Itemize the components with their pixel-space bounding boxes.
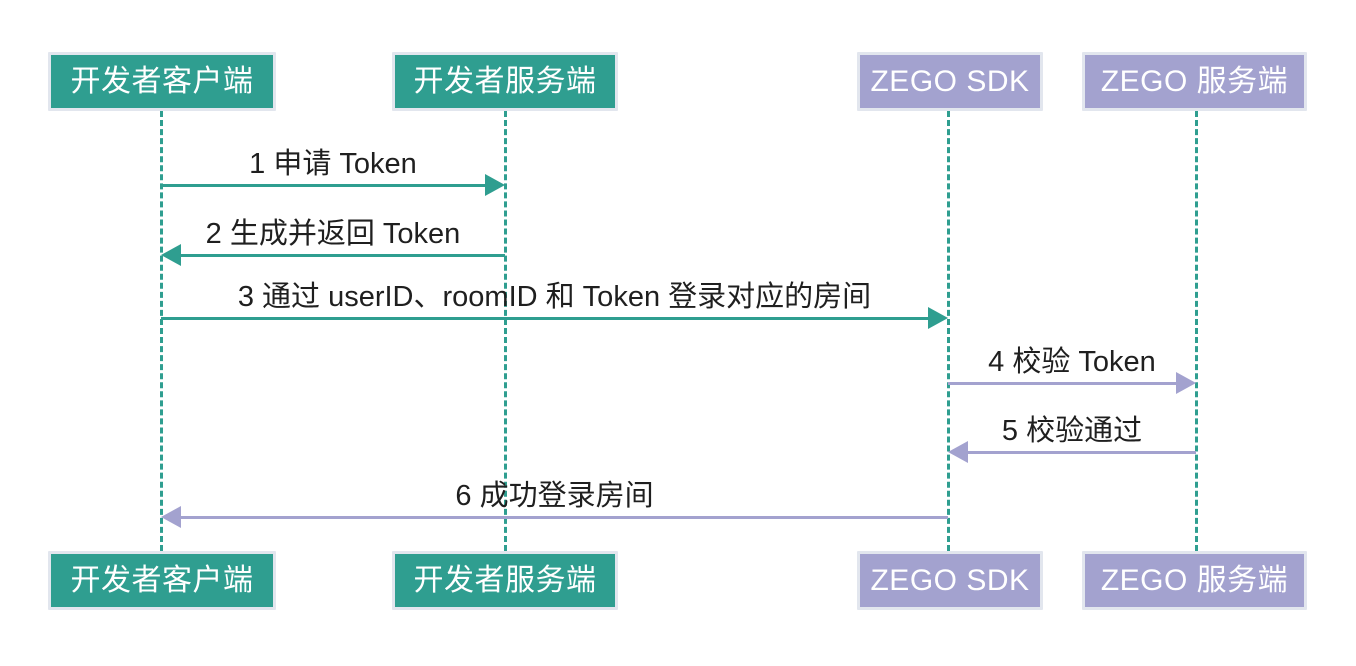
- participant-label: 开发者客户端: [70, 64, 254, 98]
- participant-label: 开发者客户端: [70, 563, 254, 597]
- participant-box-dev-client-top: 开发者客户端: [48, 52, 276, 111]
- message-line-6: [181, 516, 948, 519]
- participant-box-zego-sdk-top: ZEGO SDK: [857, 52, 1043, 111]
- message-line-4: [948, 382, 1176, 385]
- participant-label: 开发者服务端: [413, 64, 597, 98]
- participant-box-zego-server-top: ZEGO 服务端: [1082, 52, 1307, 111]
- message-line-1: [161, 184, 485, 187]
- message-arrowhead-1: [485, 174, 505, 196]
- message-label-4: 4 校验 Token: [988, 346, 1156, 378]
- message-label-1: 1 申请 Token: [249, 148, 417, 180]
- message-label-3: 3 通过 userID、roomID 和 Token 登录对应的房间: [237, 281, 872, 313]
- message-label-5: 5 校验通过: [1001, 415, 1143, 447]
- participant-box-dev-server-bottom: 开发者服务端: [392, 551, 618, 610]
- message-label-6: 6 成功登录房间: [455, 480, 654, 512]
- lifeline-dev-client: [160, 111, 163, 551]
- message-arrowhead-5: [948, 441, 968, 463]
- participant-box-dev-server-top: 开发者服务端: [392, 52, 618, 111]
- message-line-2: [181, 254, 505, 257]
- participant-box-zego-server-bottom: ZEGO 服务端: [1082, 551, 1307, 610]
- participant-box-dev-client-bottom: 开发者客户端: [48, 551, 276, 610]
- lifeline-dev-server: [504, 111, 507, 551]
- participant-label: ZEGO 服务端: [1100, 563, 1289, 597]
- message-arrowhead-6: [161, 506, 181, 528]
- message-arrowhead-2: [161, 244, 181, 266]
- message-arrowhead-3: [928, 307, 948, 329]
- participant-label: ZEGO SDK: [870, 563, 1030, 597]
- participant-label: ZEGO SDK: [870, 64, 1030, 98]
- lifeline-zego-server: [1195, 111, 1198, 551]
- message-line-5: [968, 451, 1196, 454]
- message-arrowhead-4: [1176, 372, 1196, 394]
- participant-box-zego-sdk-bottom: ZEGO SDK: [857, 551, 1043, 610]
- participant-label: 开发者服务端: [413, 563, 597, 597]
- message-label-2: 2 生成并返回 Token: [205, 218, 461, 250]
- message-line-3: [161, 317, 928, 320]
- lifeline-zego-sdk: [947, 111, 950, 551]
- participant-label: ZEGO 服务端: [1100, 64, 1289, 98]
